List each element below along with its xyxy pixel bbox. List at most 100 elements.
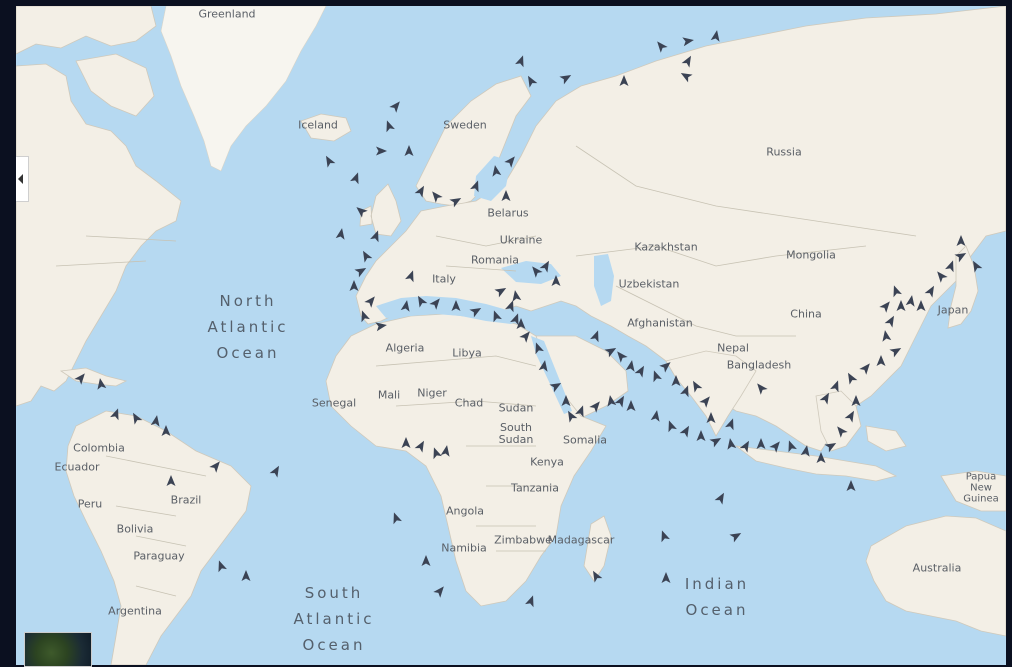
vessel-arrow-icon[interactable] xyxy=(370,229,382,243)
satellite-layer-thumbnail[interactable] xyxy=(24,632,92,667)
vessel-arrow-icon[interactable] xyxy=(785,439,797,453)
vessel-arrow-icon[interactable] xyxy=(945,259,957,273)
vessel-arrow-icon[interactable] xyxy=(710,29,722,42)
vessel-arrow-icon[interactable] xyxy=(696,430,706,441)
vessel-arrow-icon[interactable] xyxy=(358,309,370,323)
vessel-arrow-icon[interactable] xyxy=(830,379,842,393)
vessel-arrow-icon[interactable] xyxy=(161,425,171,436)
vessel-arrow-icon[interactable] xyxy=(824,439,838,453)
vessel-arrow-icon[interactable] xyxy=(816,452,826,463)
vessel-arrow-icon[interactable] xyxy=(754,381,768,395)
vessel-arrow-icon[interactable] xyxy=(756,438,766,449)
vessel-arrow-icon[interactable] xyxy=(354,204,368,218)
vessel-arrow-icon[interactable] xyxy=(659,359,673,373)
vessel-arrow-icon[interactable] xyxy=(390,511,402,525)
vessel-arrow-icon[interactable] xyxy=(150,414,162,427)
vessel-arrow-icon[interactable] xyxy=(354,264,368,278)
vessel-arrow-icon[interactable] xyxy=(626,400,636,411)
vessel-arrow-icon[interactable] xyxy=(364,294,378,308)
vessel-arrow-icon[interactable] xyxy=(614,394,628,408)
vessel-arrow-icon[interactable] xyxy=(389,99,403,113)
vessel-arrow-icon[interactable] xyxy=(800,444,812,457)
vessel-arrow-icon[interactable] xyxy=(614,349,628,363)
vessel-arrow-icon[interactable] xyxy=(819,391,833,405)
vessel-arrow-icon[interactable] xyxy=(969,259,983,273)
vessel-arrow-icon[interactable] xyxy=(359,249,373,263)
vessel-arrow-icon[interactable] xyxy=(661,572,671,583)
vessel-arrow-icon[interactable] xyxy=(525,594,537,608)
vessel-arrow-icon[interactable] xyxy=(619,75,629,86)
vessel-arrow-icon[interactable] xyxy=(896,300,906,311)
vessel-arrow-icon[interactable] xyxy=(954,249,968,263)
vessel-arrow-icon[interactable] xyxy=(726,437,737,450)
vessel-arrow-icon[interactable] xyxy=(881,329,892,342)
vessel-arrow-icon[interactable] xyxy=(851,395,861,406)
vessel-arrow-icon[interactable] xyxy=(606,394,617,407)
world-map[interactable]: Greenland Iceland Sweden Russia Belarus … xyxy=(16,6,1006,665)
vessel-arrow-icon[interactable] xyxy=(604,344,618,358)
vessel-arrow-icon[interactable] xyxy=(905,294,917,307)
vessel-arrow-icon[interactable] xyxy=(589,569,603,583)
vessel-arrow-icon[interactable] xyxy=(739,439,753,453)
vessel-arrow-icon[interactable] xyxy=(129,411,143,425)
vessel-arrow-icon[interactable] xyxy=(634,364,648,378)
vessel-arrow-icon[interactable] xyxy=(401,437,411,448)
vessel-arrow-icon[interactable] xyxy=(532,341,544,355)
vessel-arrow-icon[interactable] xyxy=(516,318,526,329)
vessel-arrow-icon[interactable] xyxy=(561,395,571,406)
vessel-arrow-icon[interactable] xyxy=(375,321,387,332)
vessel-arrow-icon[interactable] xyxy=(414,439,428,453)
vessel-arrow-icon[interactable] xyxy=(74,371,88,385)
vessel-arrow-icon[interactable] xyxy=(510,312,522,326)
vessel-arrow-icon[interactable] xyxy=(501,190,511,201)
vessel-arrow-icon[interactable] xyxy=(383,119,395,133)
vessel-arrow-icon[interactable] xyxy=(844,409,858,423)
vessel-arrow-icon[interactable] xyxy=(650,369,662,383)
vessel-arrow-icon[interactable] xyxy=(524,74,538,88)
vessel-arrow-icon[interactable] xyxy=(665,419,677,433)
vessel-arrow-icon[interactable] xyxy=(490,309,502,323)
vessel-arrow-icon[interactable] xyxy=(714,491,728,505)
vessel-arrow-icon[interactable] xyxy=(725,417,737,431)
vessel-arrow-icon[interactable] xyxy=(890,284,902,298)
vessel-arrow-icon[interactable] xyxy=(451,300,461,311)
vessel-arrow-icon[interactable] xyxy=(729,529,743,543)
vessel-arrow-icon[interactable] xyxy=(400,299,412,312)
vessel-arrow-icon[interactable] xyxy=(916,300,926,311)
vessel-arrow-icon[interactable] xyxy=(889,344,903,358)
vessel-arrow-icon[interactable] xyxy=(658,529,670,543)
vessel-arrow-icon[interactable] xyxy=(699,394,713,408)
vessel-arrow-icon[interactable] xyxy=(335,227,347,240)
vessel-arrow-icon[interactable] xyxy=(215,559,227,573)
vessel-arrow-icon[interactable] xyxy=(589,399,603,413)
vessel-arrow-icon[interactable] xyxy=(551,275,561,286)
vessel-arrow-icon[interactable] xyxy=(511,289,522,302)
vessel-arrow-icon[interactable] xyxy=(844,371,858,385)
vessel-arrow-icon[interactable] xyxy=(654,39,668,53)
vessel-arrow-icon[interactable] xyxy=(538,359,550,372)
vessel-arrow-icon[interactable] xyxy=(679,69,693,83)
vessel-arrow-icon[interactable] xyxy=(504,154,518,168)
vessel-arrow-icon[interactable] xyxy=(110,407,122,421)
vessel-arrow-icon[interactable] xyxy=(924,284,938,298)
vessel-arrow-icon[interactable] xyxy=(559,71,573,85)
vessel-arrow-icon[interactable] xyxy=(414,294,428,308)
vessel-arrow-icon[interactable] xyxy=(404,145,414,156)
vessel-arrow-icon[interactable] xyxy=(539,259,553,273)
vessel-arrow-icon[interactable] xyxy=(706,412,716,423)
vessel-arrow-icon[interactable] xyxy=(429,189,443,203)
vessel-arrow-icon[interactable] xyxy=(269,464,283,478)
vessel-arrow-icon[interactable] xyxy=(650,409,662,422)
vessel-arrow-icon[interactable] xyxy=(590,329,602,343)
vessel-arrow-icon[interactable] xyxy=(433,584,447,598)
vessel-arrow-icon[interactable] xyxy=(430,446,442,460)
vessel-arrow-icon[interactable] xyxy=(421,555,431,566)
vessel-arrow-icon[interactable] xyxy=(440,444,452,457)
vessel-arrow-icon[interactable] xyxy=(934,269,948,283)
vessel-arrow-icon[interactable] xyxy=(625,359,637,372)
vessel-arrow-icon[interactable] xyxy=(876,355,886,366)
vessel-arrow-icon[interactable] xyxy=(680,384,692,398)
vessel-arrow-icon[interactable] xyxy=(515,54,527,68)
vessel-arrow-icon[interactable] xyxy=(491,164,502,177)
vessel-arrow-icon[interactable] xyxy=(449,194,463,208)
